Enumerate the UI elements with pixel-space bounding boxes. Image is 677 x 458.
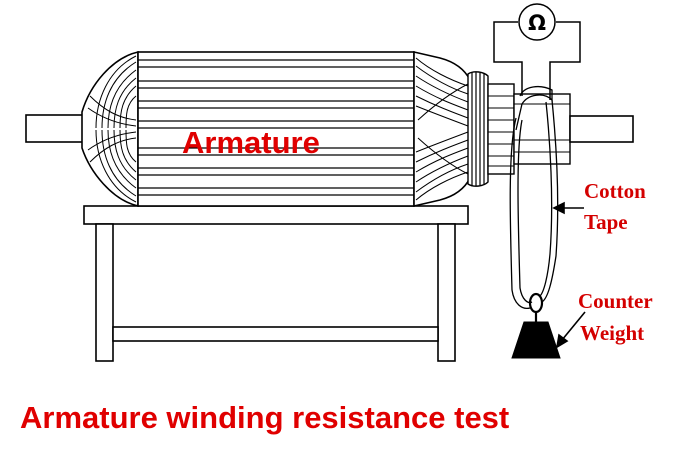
counter-weight-label-line1: Counter	[578, 289, 653, 313]
commutator-segments	[487, 83, 515, 175]
callout-arrows	[552, 201, 586, 349]
bench-leg-right	[437, 223, 456, 362]
hub-lines	[514, 103, 570, 153]
shaft-left	[25, 114, 87, 143]
winding-end-left-strands	[87, 55, 137, 203]
counter-weight-arrowhead	[555, 333, 569, 349]
commutator-risers	[467, 71, 489, 187]
tape-strand-inner	[517, 119, 533, 304]
core-slot-lines	[138, 59, 414, 196]
weight-hook-ring	[528, 292, 544, 314]
counter-weight-assembly	[511, 292, 561, 359]
ohmmeter-symbol: Ω	[528, 11, 546, 35]
counter-weight-arrow-line	[561, 311, 586, 341]
winding-end-right-strands	[415, 57, 469, 201]
tape-strand-right-2	[539, 101, 553, 297]
test-bench	[83, 205, 469, 362]
riser-rings	[471, 72, 485, 186]
tape-strand-right	[541, 99, 559, 303]
diagram-caption: Armature winding resistance test	[20, 400, 509, 435]
bench-crossbar	[112, 326, 439, 342]
tape-strand-outer	[509, 117, 531, 310]
cotton-tape	[509, 85, 559, 310]
bench-leg-left	[95, 223, 114, 362]
cotton-tape-label-line1: Cotton	[584, 179, 646, 203]
armature-label: Armature	[182, 125, 320, 160]
counter-weight	[511, 321, 561, 359]
cotton-tape-arrowhead	[552, 201, 565, 215]
shaft-right	[569, 115, 634, 143]
counter-weight-label-line2: Weight	[580, 321, 644, 345]
ohmmeter-circuit	[493, 3, 581, 100]
commutator	[467, 71, 571, 187]
cotton-tape-label-line2: Tape	[584, 210, 628, 234]
armature-body	[81, 50, 471, 208]
meter-lead-right	[549, 21, 581, 100]
armature-core	[137, 51, 415, 207]
ohmmeter	[518, 3, 556, 41]
commutator-bars	[488, 95, 514, 167]
bench-top	[83, 205, 469, 225]
meter-lead-left	[493, 21, 523, 96]
